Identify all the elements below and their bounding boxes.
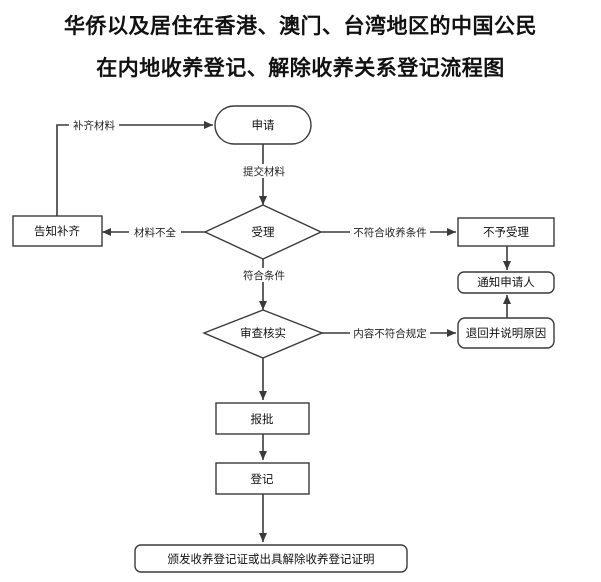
node-issue-label: 颁发收养登记证或出具解除收养登记证明 — [168, 552, 375, 566]
node-reject-label: 不予受理 — [483, 225, 529, 239]
label-not-meet-conditions: 不符合收养条件 — [353, 226, 427, 239]
page-title-line2: 在内地收养登记、解除收养关系登记流程图 — [96, 56, 505, 80]
node-accept — [203, 204, 323, 260]
label-meet-conditions: 符合条件 — [243, 269, 285, 282]
node-report — [215, 402, 310, 435]
node-apply — [214, 105, 312, 145]
node-notify-supplement — [12, 215, 103, 247]
node-apply-label: 申请 — [252, 118, 275, 132]
node-accept-label: 受理 — [252, 225, 275, 239]
node-notify-applicant-label: 通知申请人 — [477, 275, 535, 289]
node-register — [215, 462, 310, 495]
label-materials-incomplete: 材料不全 — [134, 226, 176, 239]
node-return-reason — [457, 317, 555, 349]
node-issue — [134, 544, 408, 573]
node-register-label: 登记 — [251, 472, 274, 486]
node-reject — [457, 217, 555, 247]
node-report-label: 报批 — [251, 412, 274, 426]
label-supplement-materials: 补齐材料 — [73, 119, 115, 132]
label-submit-materials: 提交材料 — [243, 165, 285, 178]
edge-notify-back-to-apply — [56, 121, 213, 216]
page-title-line1: 华侨以及居住在香港、澳门、台湾地区的中国公民 — [64, 14, 537, 38]
node-notify-applicant — [457, 271, 555, 294]
node-return-reason-label: 退回并说明原因 — [466, 326, 547, 340]
node-review-label: 审查核实 — [240, 326, 286, 340]
label-content-not-compliant: 内容不符合规定 — [353, 327, 427, 340]
node-notify-supplement-label: 告知补齐 — [34, 224, 80, 238]
node-review — [202, 309, 324, 359]
